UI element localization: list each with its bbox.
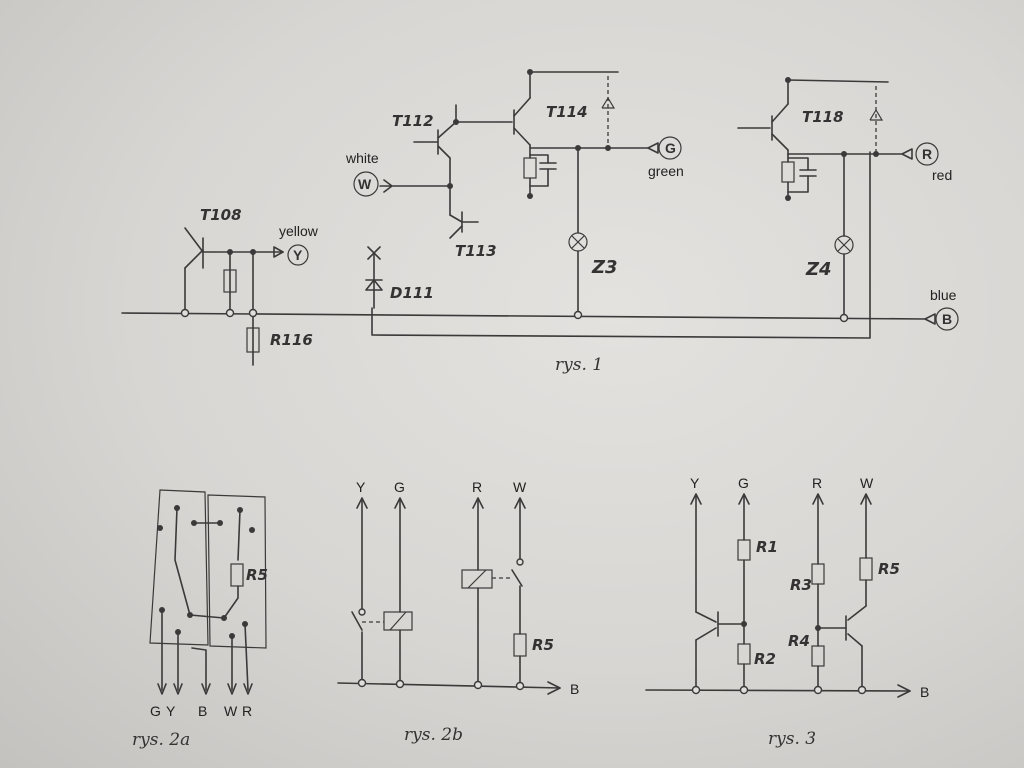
top-y-2b: Y	[356, 479, 366, 495]
caption-fig1: rys. 1	[555, 355, 603, 375]
label-r5-2a: R5	[246, 566, 268, 584]
top-g-3: G	[738, 475, 749, 491]
caption-fig2b: rys. 2b	[404, 725, 463, 745]
pin-g: G	[150, 703, 161, 719]
transistor-t108	[180, 227, 284, 366]
diode-d111	[365, 246, 383, 309]
transistor-t112	[413, 104, 459, 216]
label-r5-3: R5	[878, 560, 900, 578]
label-t108: T108	[200, 206, 242, 224]
pin-y: Y	[166, 703, 176, 719]
lamp-z3	[568, 147, 588, 320]
label-r116: R116	[270, 331, 313, 349]
label-t113: T113	[455, 242, 497, 260]
label-r3: R3	[790, 576, 812, 594]
label-t114: T114	[546, 103, 588, 121]
caption-fig2a: rys. 2a	[132, 730, 190, 750]
lamp-z4	[834, 153, 854, 323]
transistor-t118	[737, 77, 913, 201]
label-r1: R1	[756, 538, 778, 556]
top-y-3: Y	[690, 475, 700, 491]
top-w-2b: W	[513, 479, 527, 495]
label-red: red	[932, 167, 952, 183]
figure-2a: R5 G Y B W R rys. 2a	[132, 489, 268, 750]
terminal-b: B	[942, 311, 952, 327]
label-green: green	[648, 163, 684, 179]
top-r-2b: R	[472, 479, 482, 495]
figure-1: T108 R116 yellow Y D111 W white	[121, 69, 959, 375]
pin-r: R	[242, 703, 252, 719]
terminal-w: W	[358, 176, 372, 192]
label-white: white	[345, 150, 379, 166]
label-z4: Z4	[805, 259, 832, 280]
transistor-t113	[449, 211, 479, 239]
terminal-r: R	[922, 146, 932, 162]
bus-b-2b: B	[570, 681, 579, 697]
terminal-y: Y	[293, 247, 303, 263]
label-t118: T118	[802, 108, 844, 126]
label-r4: R4	[788, 632, 810, 650]
label-r5-2b: R5	[532, 636, 554, 654]
top-w-3: W	[860, 475, 874, 491]
figure-2b: Y G R W R5 B rys. 2b	[337, 479, 579, 745]
label-d111: D111	[390, 284, 434, 302]
label-t112: T112	[392, 112, 434, 130]
bus-b-3: B	[920, 684, 929, 700]
label-blue: blue	[930, 287, 957, 303]
transistor-t114	[455, 69, 659, 199]
top-r-3: R	[812, 475, 822, 491]
pin-b: B	[198, 703, 207, 719]
label-z3: Z3	[591, 257, 618, 278]
figure-3: Y G R W R1 R2 R3 R4 R5 B rys. 3	[645, 475, 929, 749]
label-yellow: yellow	[279, 223, 319, 239]
caption-fig3: rys. 3	[768, 729, 816, 749]
pin-w: W	[224, 703, 238, 719]
label-r2: R2	[754, 650, 776, 668]
top-g-2b: G	[394, 479, 405, 495]
terminal-g: G	[665, 140, 676, 156]
